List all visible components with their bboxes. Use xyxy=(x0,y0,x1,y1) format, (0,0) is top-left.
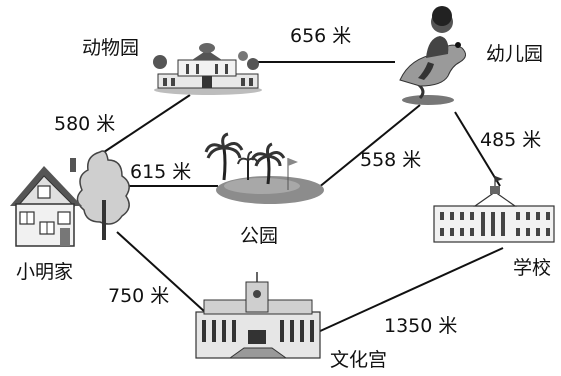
distance-label-palace-school: 1350 米 xyxy=(384,315,458,337)
home-house-icon xyxy=(10,150,130,247)
school-building-icon xyxy=(433,176,555,243)
place-label-kindergarten: 幼儿园 xyxy=(486,43,544,65)
distance-label-zoo-kindergarten: 656 米 xyxy=(290,25,352,47)
road-home-palace xyxy=(116,231,206,313)
distance-label-home-palace: 750 米 xyxy=(108,285,170,307)
road-kindergarten-school xyxy=(454,111,501,187)
road-palace-school xyxy=(317,247,504,333)
place-label-home: 小明家 xyxy=(16,261,74,283)
place-label-park: 公园 xyxy=(240,225,279,247)
road-home-zoo xyxy=(94,94,191,159)
distance-label-home-zoo: 580 米 xyxy=(54,113,116,135)
distance-label-park-kindergarten: 558 米 xyxy=(360,149,422,171)
place-label-zoo: 动物园 xyxy=(82,37,140,59)
distance-label-kindergarten-school: 485 米 xyxy=(480,129,542,151)
park-trees-icon xyxy=(204,132,324,204)
road-park-kindergarten xyxy=(317,104,421,189)
distance-label-home-park: 615 米 xyxy=(130,161,192,183)
kindergarten-spring-rider-icon xyxy=(399,6,466,105)
zoo-building-icon xyxy=(153,43,262,95)
palace-building-icon xyxy=(195,272,321,359)
place-label-palace: 文化宫 xyxy=(330,349,388,371)
place-label-school: 学校 xyxy=(513,257,552,279)
